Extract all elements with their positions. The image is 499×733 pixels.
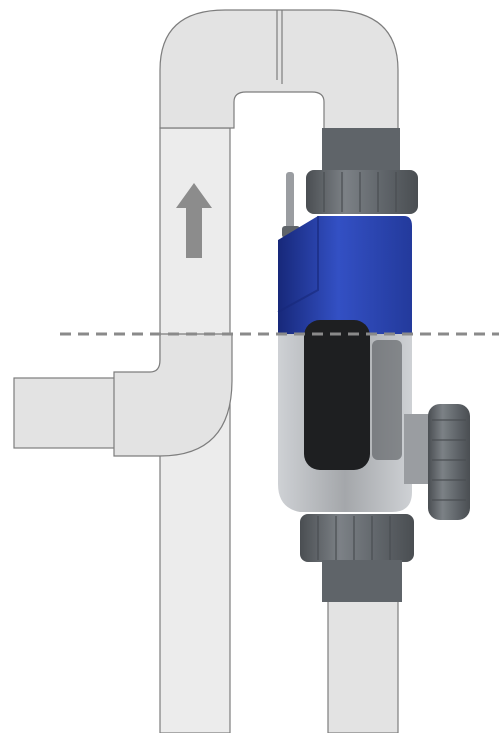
side-cap-knob[interactable] xyxy=(428,404,470,520)
electrolytic-cell-plates xyxy=(304,320,370,470)
arrow-up-icon xyxy=(176,183,212,258)
top-u-bend-pipe xyxy=(159,9,399,133)
control-housing-bevel xyxy=(277,216,319,313)
cell-inner-shadow xyxy=(372,340,402,460)
sensor-probe xyxy=(286,172,294,240)
top-union-ribs xyxy=(323,172,397,212)
top-spigot xyxy=(322,128,400,174)
top-union-nut xyxy=(306,170,418,214)
side-cap-ribs xyxy=(432,419,466,501)
bottom-spigot xyxy=(322,560,402,602)
bottom-union-ribs xyxy=(317,516,391,560)
control-housing-blue xyxy=(278,216,412,334)
bottom-union-nut xyxy=(300,514,414,562)
inlet-elbow-pipe xyxy=(113,333,233,457)
bottom-inlet-pipe xyxy=(327,599,399,733)
